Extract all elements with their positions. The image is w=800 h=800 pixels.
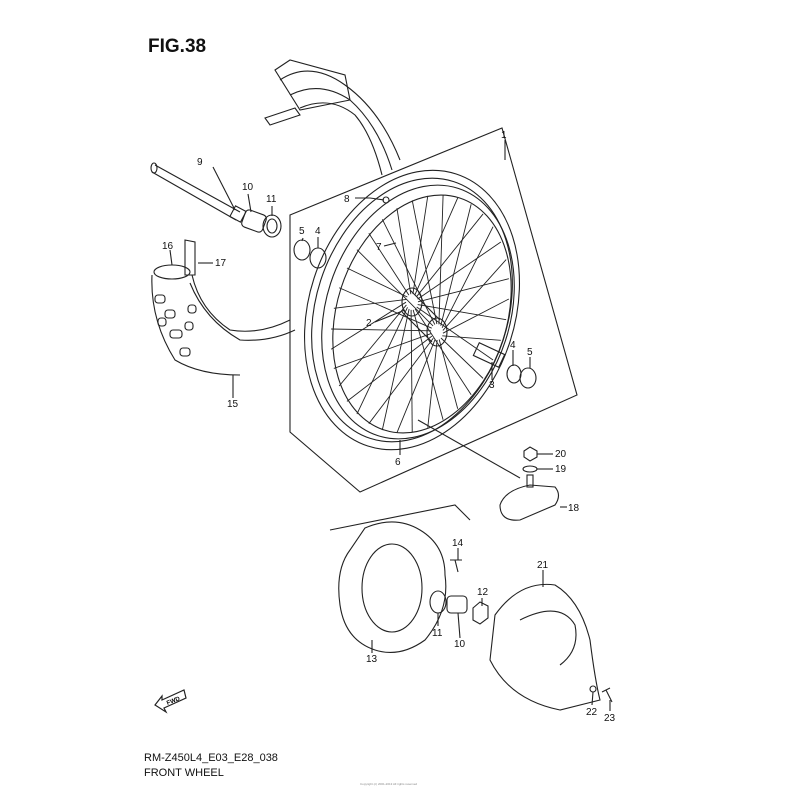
forward-direction-arrow: FWD (154, 689, 187, 714)
spoke (414, 197, 459, 296)
spoke (396, 339, 436, 433)
front-axle (150, 162, 247, 223)
spoke (368, 337, 434, 424)
spoke (442, 335, 501, 341)
callout-15: 15 (227, 399, 239, 410)
callout-13: 13 (366, 654, 378, 665)
brake-disc (338, 521, 447, 653)
spoke (381, 308, 410, 431)
callout-8: 8 (344, 194, 350, 205)
callout-1: 1 (501, 130, 507, 141)
callout-18: 18 (568, 503, 580, 514)
callout-6: 6 (395, 457, 401, 468)
tire-left-section (151, 239, 296, 376)
tire-top-section (264, 59, 401, 176)
callout-3: 3 (489, 380, 495, 391)
callout-4b: 4 (510, 340, 516, 351)
valve-nut (523, 446, 538, 462)
spoke (414, 308, 472, 396)
spoke (416, 213, 484, 297)
callout-10: 10 (242, 182, 254, 193)
spoke (338, 287, 432, 329)
svg-text:FWD: FWD (166, 696, 182, 707)
callout-16: 16 (162, 241, 174, 252)
oil-seal-right (519, 367, 537, 389)
callout-14: 14 (452, 538, 464, 549)
spoke (331, 328, 432, 332)
callout-21: 21 (537, 560, 549, 571)
spoke (442, 298, 510, 334)
collar-seal (429, 590, 447, 614)
spoke (416, 306, 494, 361)
leader-lines (169, 140, 611, 711)
front-wheel (303, 169, 521, 479)
callout-12: 12 (477, 587, 489, 598)
disc-bolt (450, 559, 462, 573)
spoke (368, 232, 410, 296)
spoke (441, 226, 494, 329)
spoke (338, 304, 407, 387)
spoke (330, 301, 407, 350)
model-code: RM-Z450L4_E03_E28_038 (144, 752, 278, 764)
callout-19: 19 (555, 464, 567, 475)
diagram-name: FRONT WHEEL (144, 767, 224, 779)
axle-collar (241, 209, 267, 233)
spacer (472, 342, 506, 368)
spoke (356, 249, 434, 327)
spoke (442, 259, 507, 331)
brake-disc-box (329, 504, 471, 531)
spoke (438, 339, 459, 409)
callout-7: 7 (376, 242, 382, 253)
callout-4: 4 (315, 226, 321, 237)
spoke (427, 339, 438, 428)
spoke (346, 335, 433, 402)
spoke (333, 333, 432, 369)
dust-seal (262, 214, 282, 238)
figure-title: FIG.38 (148, 36, 207, 57)
callout-9: 9 (197, 157, 203, 168)
wheel-assembly-box (289, 127, 578, 493)
callout-5b: 5 (527, 347, 533, 358)
spoke (356, 307, 408, 415)
spoke (346, 267, 408, 298)
spoke (440, 204, 472, 326)
tube (499, 474, 560, 521)
oil-seal (293, 239, 311, 261)
spoke (440, 337, 484, 379)
bearing-right (506, 364, 522, 384)
disc-cover (489, 583, 601, 711)
spoke (438, 195, 444, 325)
spoke (417, 241, 502, 300)
callout-2: 2 (366, 318, 372, 329)
callout-11b: 11 (432, 628, 443, 639)
spoke (410, 309, 413, 433)
callout-22: 22 (586, 707, 598, 718)
hub-flange (426, 317, 448, 347)
dust-seal-inner (266, 218, 278, 234)
callout-17: 17 (215, 258, 227, 269)
cover-washer (589, 685, 597, 693)
spoke (396, 208, 412, 295)
callout-10b: 10 (454, 639, 466, 650)
cover-bolt (601, 687, 613, 703)
bearing (309, 247, 327, 269)
copyright-note: Copyright (c) 2001-2013 All rights reser… (360, 782, 418, 786)
spoke (411, 200, 438, 325)
callout-11: 11 (266, 194, 277, 205)
collar (446, 595, 468, 614)
spoke (381, 219, 436, 325)
washer (522, 465, 538, 473)
callout-labels: 1 9 10 11 8 5 4 7 16 17 2 4 5 3 15 6 20 … (162, 130, 616, 724)
callout-20: 20 (555, 449, 567, 460)
spoke (417, 304, 507, 321)
spoke (333, 298, 407, 309)
spoke (417, 278, 509, 303)
callout-5: 5 (299, 226, 305, 237)
callout-23: 23 (604, 713, 616, 724)
axle-nut (472, 601, 489, 625)
spoke (412, 195, 429, 295)
